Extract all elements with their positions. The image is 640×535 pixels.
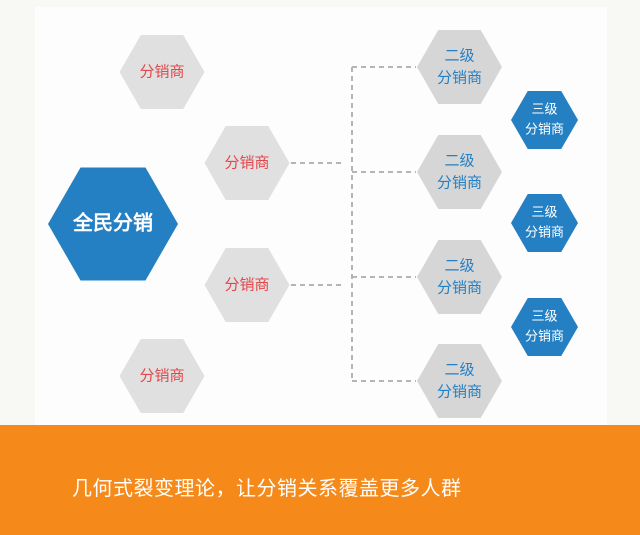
distributor-node-shape: [204, 126, 290, 200]
second-level-node-shape: [417, 344, 502, 418]
node-label: 分销商: [525, 330, 564, 345]
second-level-node-shape: [417, 30, 502, 104]
third-level-node-shape: [511, 194, 578, 252]
distributor-node: 分销商: [204, 248, 290, 322]
third-level-node-shape: [511, 298, 578, 356]
node-label: 三级: [531, 206, 557, 221]
slogan-banner: [0, 425, 640, 535]
node-label: 二级: [444, 257, 474, 275]
node-label: 全民分销: [72, 211, 153, 235]
node-label: 分销商: [437, 383, 482, 401]
distributor-node: 分销商: [204, 126, 290, 200]
node-label: 二级: [444, 47, 474, 65]
node-label: 分销商: [525, 123, 564, 138]
distributor-node-shape: [204, 248, 290, 322]
node-label: 二级: [444, 361, 474, 379]
node-label: 三级: [531, 310, 557, 325]
node-label: 分销商: [139, 63, 184, 81]
node-label: 三级: [531, 103, 557, 118]
node-label: 分销商: [525, 226, 564, 241]
node-label: 分销商: [224, 276, 269, 294]
slogan-text: 几何式裂变理论，让分销关系覆盖更多人群: [72, 476, 462, 500]
third-level-node-shape: [511, 91, 578, 149]
root-node: 全民分销: [48, 167, 178, 281]
node-label: 分销商: [139, 367, 184, 385]
root-node-shape: [48, 167, 178, 281]
distribution-diagram: 全民分销分销商分销商分销商分销商二级分销商二级分销商二级分销商二级分销商三级分销…: [48, 30, 578, 418]
second-level-node-shape: [417, 240, 502, 314]
node-label: 二级: [444, 152, 474, 170]
node-label: 分销商: [224, 154, 269, 172]
distributor-node: 分销商: [119, 339, 205, 413]
distributor-node-shape: [119, 35, 205, 109]
distributor-node: 分销商: [119, 35, 205, 109]
node-label: 分销商: [437, 69, 482, 87]
distributor-node-shape: [119, 339, 205, 413]
second-level-node-shape: [417, 135, 502, 209]
node-label: 分销商: [437, 174, 482, 192]
node-label: 分销商: [437, 279, 482, 297]
